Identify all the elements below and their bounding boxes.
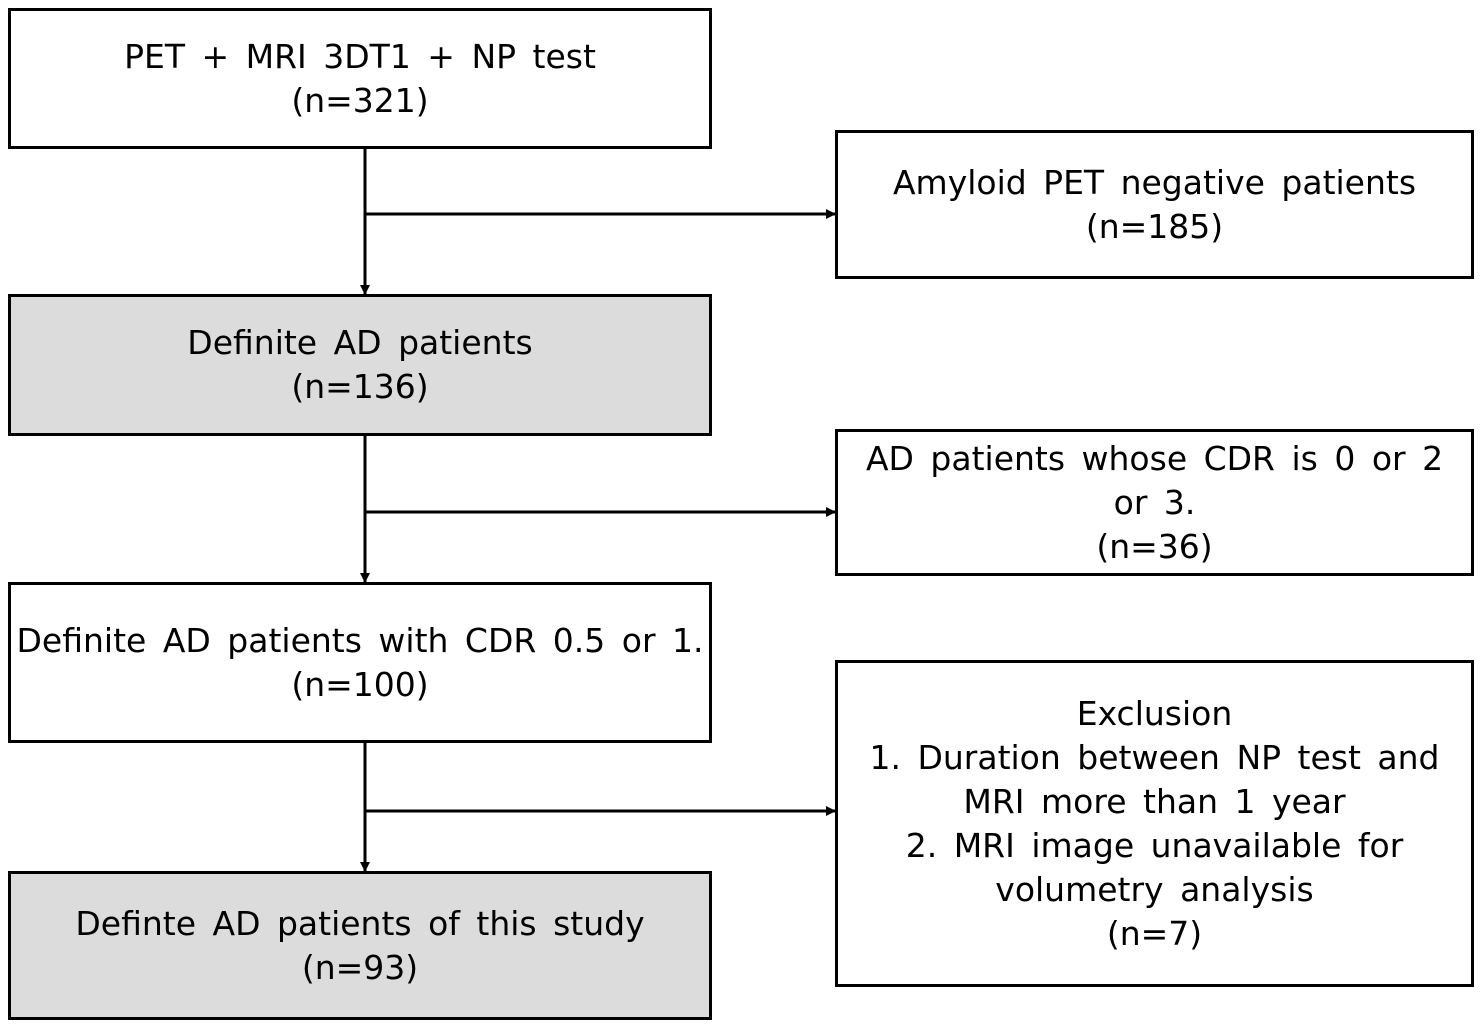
exclusion-box-criteria: Exclusion 1. Duration between NP test an… — [835, 660, 1474, 987]
exclusion-item-1-continued: MRI more than 1 year — [963, 781, 1346, 821]
box-label: Definte AD patients of this study — [75, 903, 645, 943]
box-label: PET + MRI 3DT1 + NP test — [124, 36, 596, 76]
flow-box-final-cohort: Definte AD patients of this study (n=93) — [8, 871, 712, 1020]
box-count: (n=100) — [291, 664, 429, 704]
box-count: (n=185) — [1085, 206, 1224, 246]
box-count: (n=36) — [1096, 526, 1213, 566]
exclusion-item-2-continued: volumetry analysis — [995, 869, 1314, 909]
box-label: AD patients whose CDR is 0 or 2 — [865, 438, 1444, 478]
exclusion-item-1: 1. Duration between NP test and — [869, 737, 1440, 777]
box-label: Definite AD patients with CDR 0.5 or 1. — [16, 620, 704, 660]
box-count: (n=7) — [1106, 913, 1203, 953]
box-count: (n=93) — [301, 947, 419, 987]
box-label: Amyloid PET negative patients — [892, 162, 1417, 202]
exclusion-item-2: 2. MRI image unavailable for — [905, 825, 1404, 865]
box-label: Definite AD patients — [187, 323, 533, 362]
box-title: Exclusion — [1076, 693, 1233, 733]
exclusion-box-cdr: AD patients whose CDR is 0 or 2 or 3. (n… — [835, 429, 1474, 576]
flow-box-cdr-filtered: Definite AD patients with CDR 0.5 or 1. … — [8, 582, 712, 743]
flow-box-definite-ad: Definite AD patients (n=136) — [8, 294, 712, 436]
box-count: (n=321) — [291, 80, 429, 120]
box-count: (n=136) — [291, 367, 429, 406]
box-label-continued: or 3. — [1113, 482, 1196, 522]
flow-box-initial-cohort: PET + MRI 3DT1 + NP test (n=321) — [8, 8, 712, 149]
exclusion-box-amyloid-negative: Amyloid PET negative patients (n=185) — [835, 130, 1474, 279]
